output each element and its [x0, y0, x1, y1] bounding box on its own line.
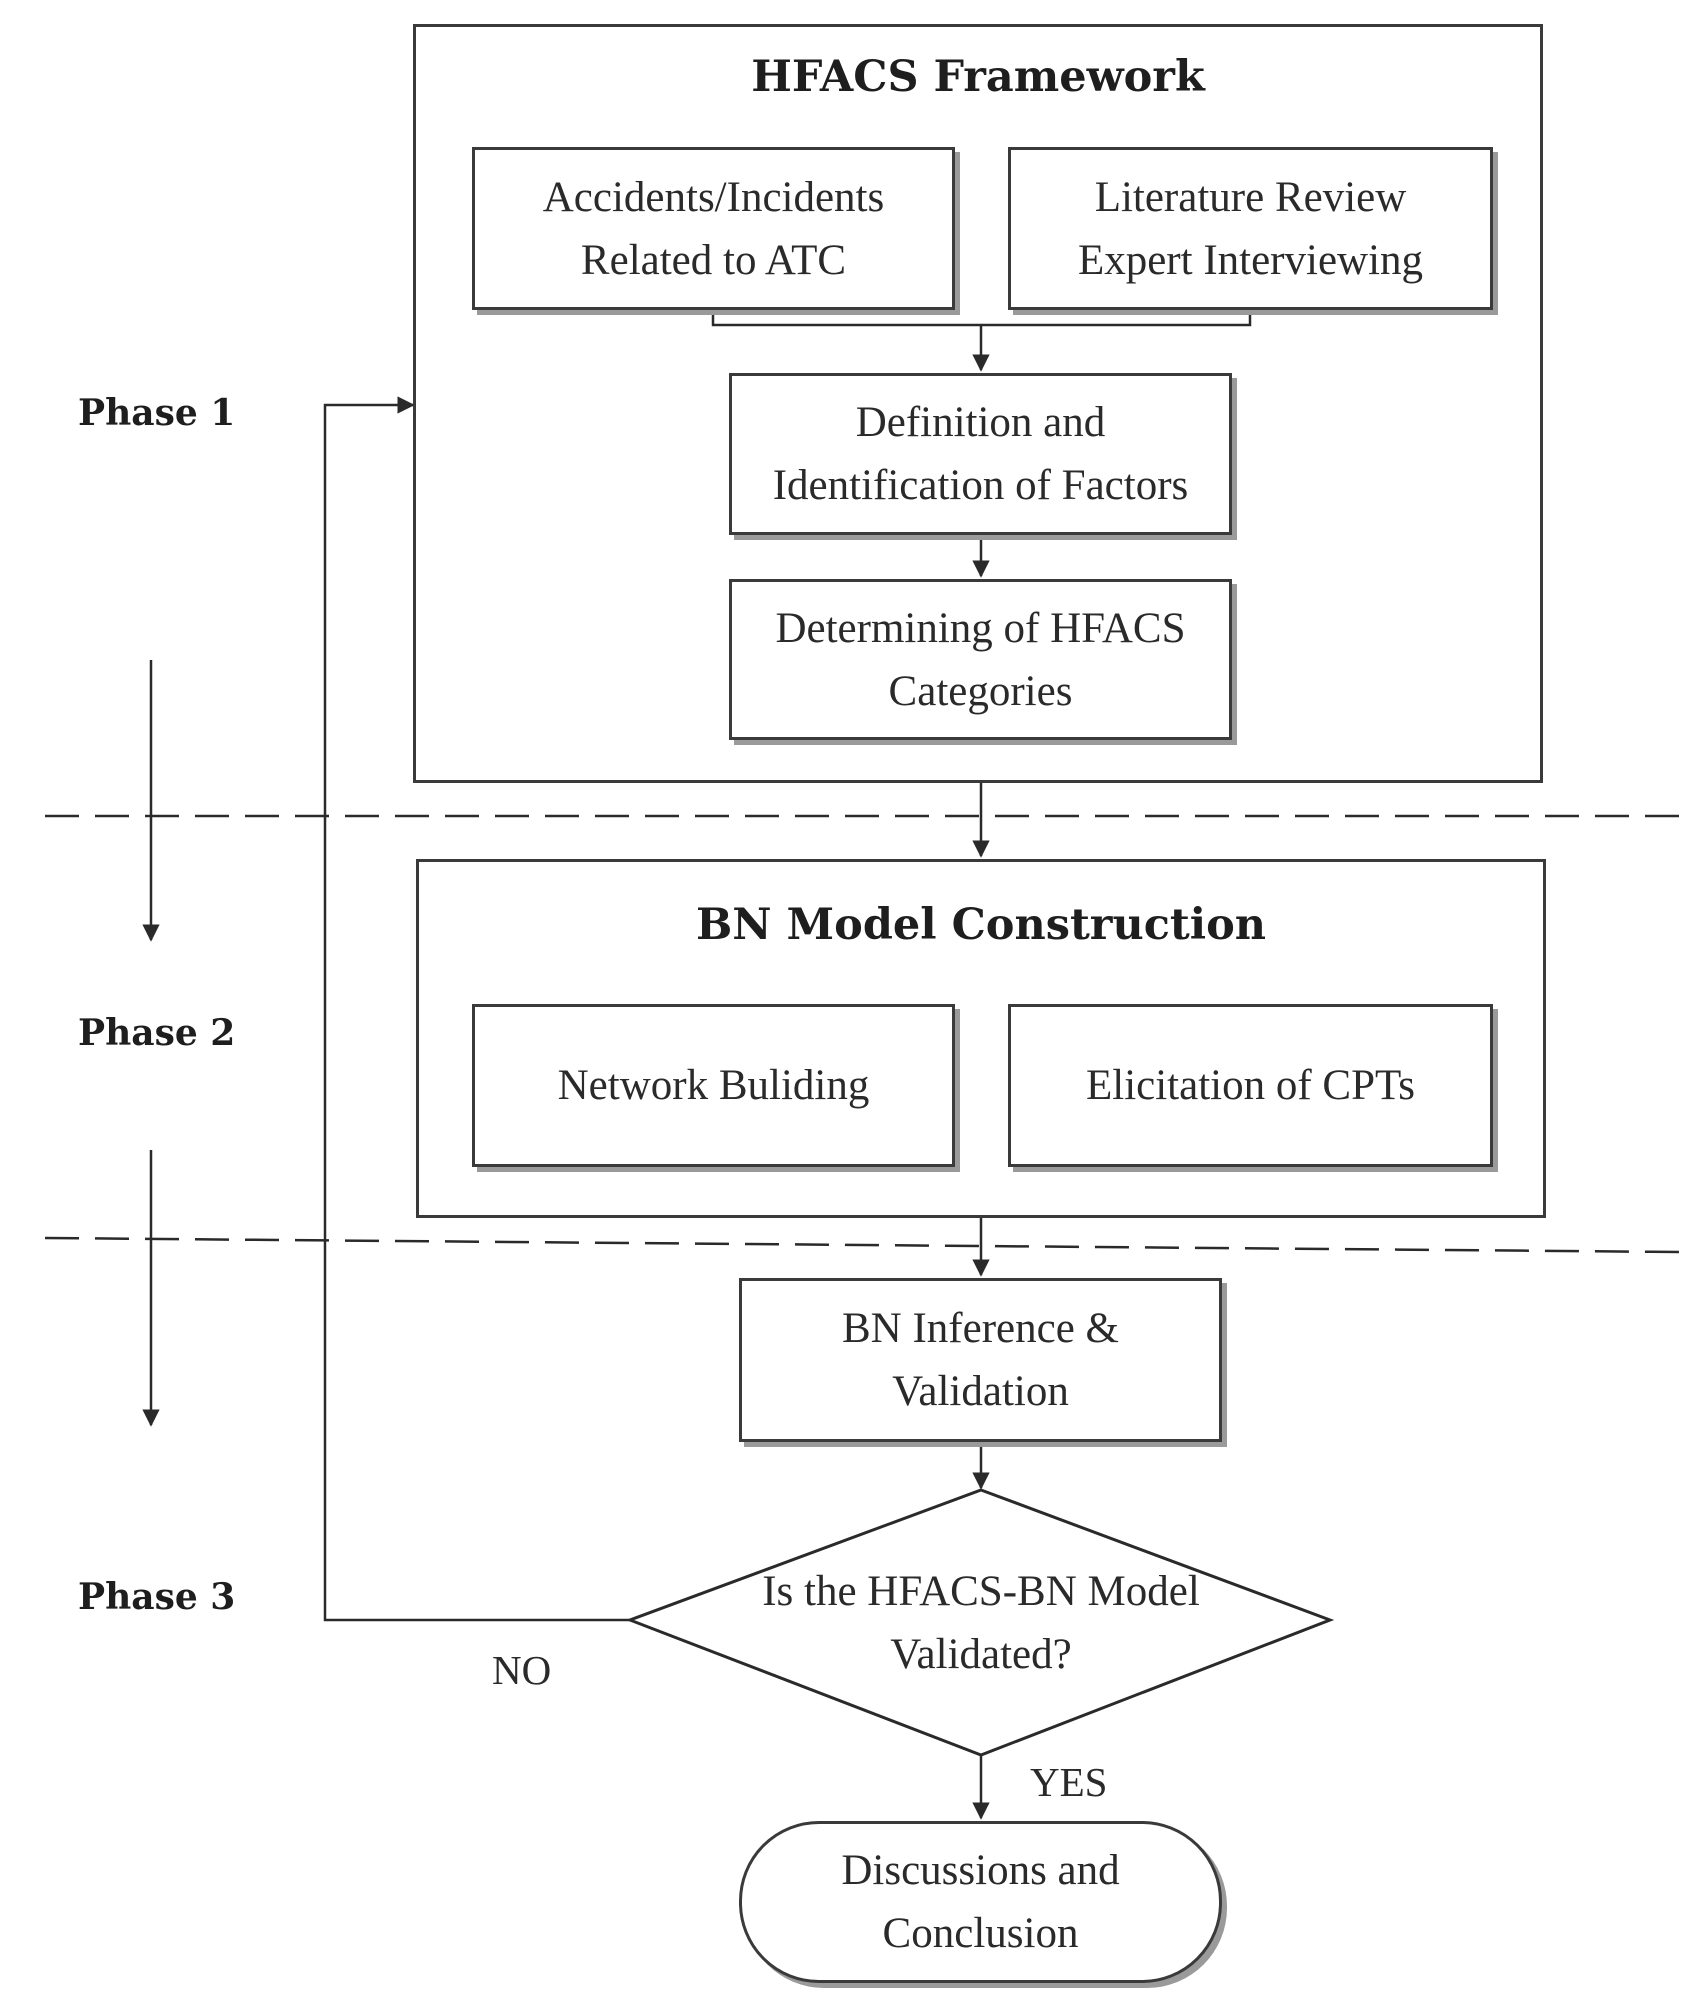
phase-separator-2	[44, 1236, 1681, 1254]
hfacs-framework-title: HFACS Framework	[751, 52, 1205, 102]
accidents-incidents-label: Accidents/Incidents Related to ATC	[542, 173, 885, 284]
definition-identification-box: Definition and Identification of Factors	[729, 373, 1232, 535]
bn-construction-frame	[416, 859, 1546, 1218]
determining-categories-label: Determining of HFACS Categories	[775, 604, 1186, 715]
hfacs-framework-frame	[413, 24, 1543, 783]
elicitation-cpts-label: Elicitation of CPTs	[1085, 1062, 1416, 1109]
phase-3-label: Phase 3	[78, 1576, 236, 1618]
accidents-incidents-box: Accidents/Incidents Related to ATC	[472, 147, 955, 310]
yes-label: YES	[1030, 1759, 1108, 1805]
determining-categories-box: Determining of HFACS Categories	[729, 579, 1232, 740]
literature-review-label: Literature Review Expert Interviewing	[1077, 173, 1424, 284]
no-label: NO	[492, 1647, 552, 1693]
literature-review-box: Literature Review Expert Interviewing	[1008, 147, 1493, 310]
network-building-box: Network Buliding	[472, 1004, 955, 1167]
network-building-label: Network Buliding	[557, 1062, 870, 1109]
decision-label: Is the HFACS-BN Model Validated?	[762, 1568, 1200, 1678]
discussions-conclusion-label: Discussions and Conclusion	[841, 1847, 1120, 1957]
bn-inference-validation-label: BN Inference & Validation	[842, 1305, 1119, 1415]
elicitation-cpts-box: Elicitation of CPTs	[1008, 1004, 1493, 1167]
bn-construction-title: BN Model Construction	[695, 900, 1267, 950]
bn-inference-validation-box: BN Inference & Validation	[739, 1278, 1222, 1442]
arrow-decision-no-loop	[323, 396, 630, 1622]
discussions-conclusion-terminal: Discussions and Conclusion	[739, 1821, 1222, 1983]
definition-identification-label: Definition and Identification of Factors	[772, 399, 1189, 509]
phase-2-label: Phase 2	[78, 1012, 236, 1054]
phase-1-label: Phase 1	[78, 392, 236, 434]
